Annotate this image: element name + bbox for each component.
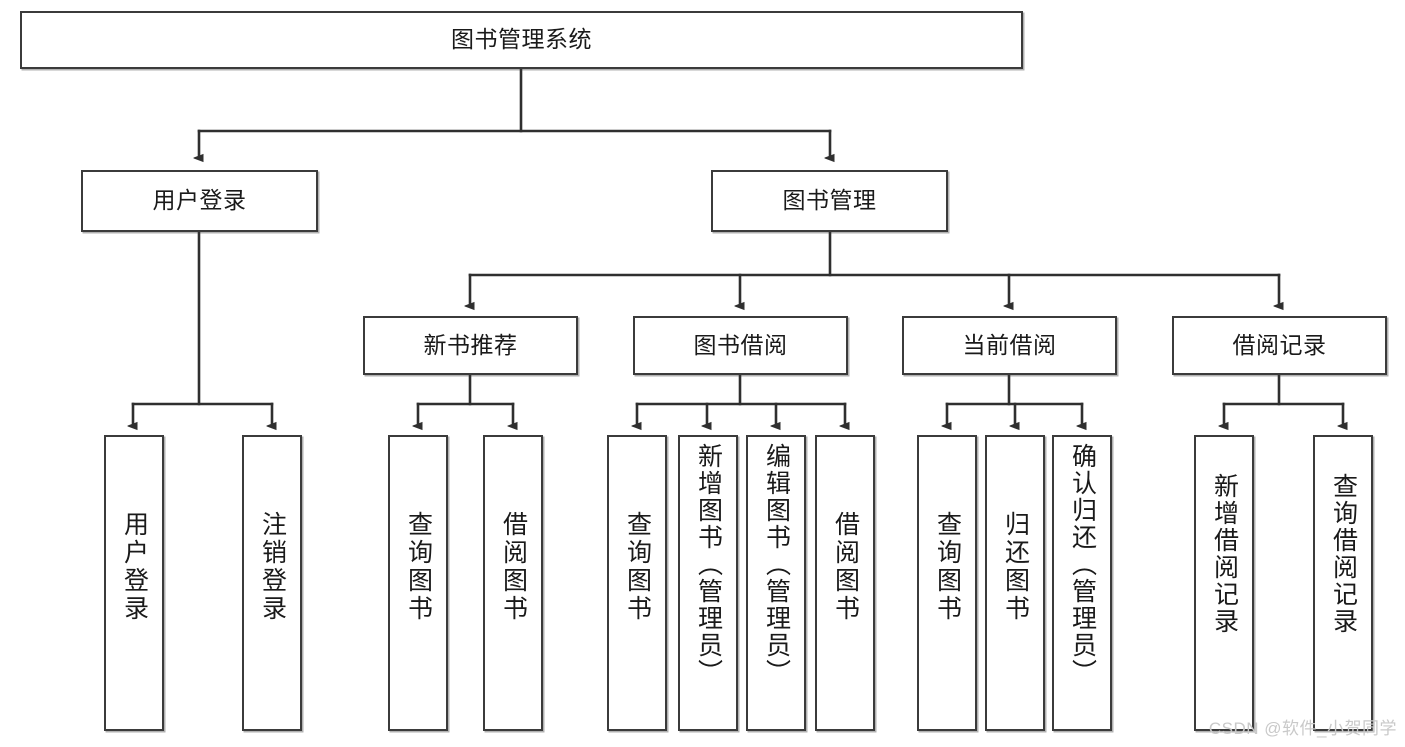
node-label: 查询图书: [623, 511, 652, 623]
node-label: 注销登录: [258, 511, 287, 623]
node-label: 借阅图书: [831, 511, 860, 623]
node-borrowing-record[interactable]: 借阅记录: [1172, 316, 1387, 375]
node-label: 查询借阅记录: [1329, 473, 1358, 635]
node-new-book-recommendation[interactable]: 新书推荐: [363, 316, 578, 375]
leaf-borrow-book-new-recommend[interactable]: 借阅图书: [483, 435, 543, 731]
node-label: 用户登录: [152, 187, 247, 214]
leaf-confirm-return-admin[interactable]: 确认归还（管理员）: [1052, 435, 1112, 731]
node-label: 借阅记录: [1232, 331, 1327, 358]
leaf-query-borrow-record[interactable]: 查询借阅记录: [1313, 435, 1373, 731]
leaf-logout[interactable]: 注销登录: [242, 435, 302, 731]
node-label: 查询图书: [933, 511, 962, 623]
node-label: 用户登录: [120, 511, 149, 623]
leaf-add-book-admin[interactable]: 新增图书（管理员）: [678, 435, 738, 731]
node-label: 归还图书: [1001, 511, 1030, 623]
leaf-add-borrow-record[interactable]: 新增借阅记录: [1194, 435, 1254, 731]
node-label: 图书借阅: [693, 331, 788, 358]
node-current-borrowing[interactable]: 当前借阅: [902, 316, 1117, 375]
node-label: 查询图书: [404, 511, 433, 623]
leaf-edit-book-admin[interactable]: 编辑图书（管理员）: [746, 435, 806, 731]
leaf-user-login[interactable]: 用户登录: [104, 435, 164, 731]
node-label: 新书推荐: [423, 331, 518, 358]
node-label: 编辑图书（管理员）: [762, 443, 791, 686]
leaf-return-book[interactable]: 归还图书: [985, 435, 1045, 731]
leaf-query-book-current[interactable]: 查询图书: [917, 435, 977, 731]
node-user-login[interactable]: 用户登录: [81, 170, 318, 232]
node-label: 新增图书（管理员）: [694, 443, 723, 686]
leaf-query-book-new-recommend[interactable]: 查询图书: [388, 435, 448, 731]
node-label: 图书管理: [782, 187, 877, 214]
node-label: 新增借阅记录: [1210, 473, 1239, 635]
node-book-borrowing[interactable]: 图书借阅: [633, 316, 848, 375]
node-label: 确认归还（管理员）: [1068, 443, 1097, 686]
node-root-book-management-system[interactable]: 图书管理系统: [20, 11, 1023, 69]
leaf-query-book-borrow[interactable]: 查询图书: [607, 435, 667, 731]
node-label: 图书管理系统: [451, 26, 592, 53]
node-label: 借阅图书: [499, 511, 528, 623]
csdn-watermark: CSDN @软件_小贺同学: [1208, 719, 1397, 738]
node-book-management[interactable]: 图书管理: [711, 170, 948, 232]
node-label: 当前借阅: [962, 331, 1057, 358]
leaf-borrow-book-borrow[interactable]: 借阅图书: [815, 435, 875, 731]
